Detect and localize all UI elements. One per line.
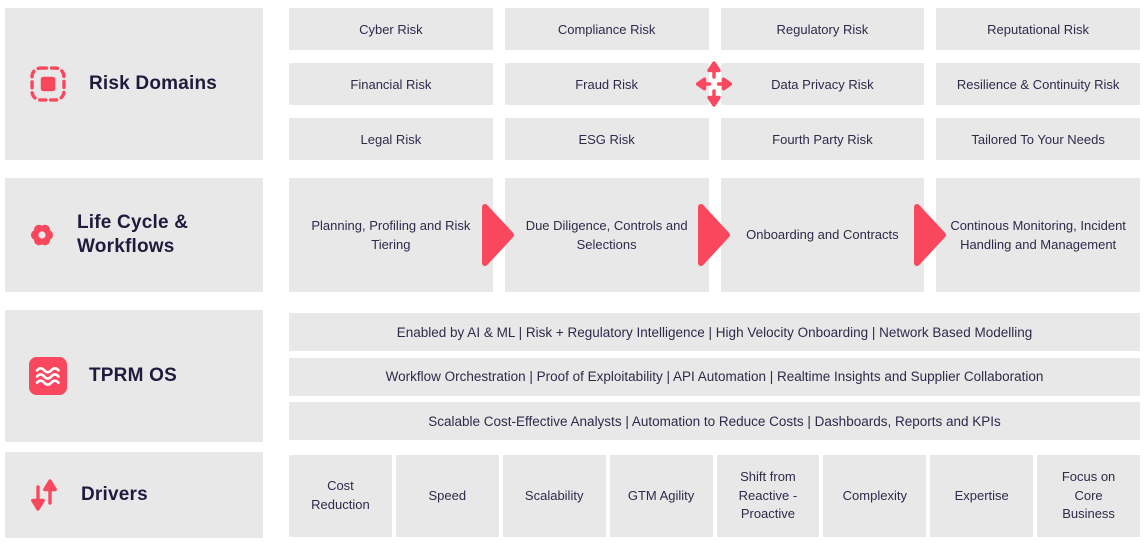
arrow-right-icon xyxy=(481,203,515,267)
risk-domain-cell: Reputational Risk xyxy=(936,8,1140,50)
dashed-selection-icon xyxy=(29,65,67,103)
lifecycle-stage: Onboarding and Contracts xyxy=(720,178,925,292)
tprm-feature-bar: Enabled by AI & ML | Risk + Regulatory I… xyxy=(289,313,1140,351)
driver-cell: GTM Agility xyxy=(609,455,713,537)
driver-cell: Scalability xyxy=(502,455,606,537)
risk-domains-label-box: Risk Domains xyxy=(5,8,263,160)
lifecycle-stages: Planning, Profiling and Risk Tiering Due… xyxy=(289,178,1140,292)
lifecycle-stage: Due Diligence, Controls and Selections xyxy=(504,178,709,292)
arrow-right-icon xyxy=(913,203,947,267)
drivers-row: Drivers Cost Reduction Speed Scalability… xyxy=(5,452,1140,538)
waves-icon xyxy=(29,357,67,395)
tprm-os-title: TPRM OS xyxy=(89,365,177,387)
lifecycle-row: Life Cycle & Workflows Planning, Profili… xyxy=(5,178,1140,292)
gear-icon xyxy=(29,222,55,248)
lifecycle-label-box: Life Cycle & Workflows xyxy=(5,178,263,292)
driver-cell: Expertise xyxy=(930,455,1034,537)
risk-domains-title: Risk Domains xyxy=(89,73,218,95)
lifecycle-title: Life Cycle & Workflows xyxy=(77,212,189,257)
risk-domain-cell: Cyber Risk xyxy=(289,8,493,50)
tprm-os-bars: Enabled by AI & ML | Risk + Regulatory I… xyxy=(289,310,1140,442)
risk-domain-cell: Resilience & Continuity Risk xyxy=(936,63,1140,105)
tprm-os-label-box: TPRM OS xyxy=(5,310,263,442)
up-down-arrows-icon xyxy=(29,479,59,511)
driver-cell: Focus on Core Business xyxy=(1037,455,1140,537)
lifecycle-stage: Continous Monitoring, Incident Handling … xyxy=(936,178,1140,292)
risk-domain-cell: Tailored To Your Needs xyxy=(936,118,1140,160)
tprm-os-row: TPRM OS Enabled by AI & ML | Risk + Regu… xyxy=(5,310,1140,442)
risk-domain-cell: Compliance Risk xyxy=(504,8,709,50)
risk-domain-cell: Data Privacy Risk xyxy=(720,63,925,105)
risk-domain-cell: Fraud Risk xyxy=(504,63,709,105)
tprm-feature-bar: Scalable Cost-Effective Analysts | Autom… xyxy=(289,402,1140,440)
risk-domain-cell: Legal Risk xyxy=(289,118,493,160)
drivers-label-box: Drivers xyxy=(5,452,263,538)
risk-domains-row: Risk Domains Cyber Risk Compliance Risk … xyxy=(5,8,1140,160)
driver-cell: Speed xyxy=(395,455,499,537)
move-arrows-icon xyxy=(695,61,733,107)
arrow-right-icon xyxy=(697,203,731,267)
risk-domain-cell: Regulatory Risk xyxy=(720,8,925,50)
driver-cell: Cost Reduction xyxy=(289,455,392,537)
tprm-feature-bar: Workflow Orchestration | Proof of Exploi… xyxy=(289,357,1140,396)
drivers-grid: Cost Reduction Speed Scalability GTM Agi… xyxy=(289,455,1140,537)
drivers-title: Drivers xyxy=(81,484,148,506)
risk-domain-cell: ESG Risk xyxy=(504,118,709,160)
driver-cell: Complexity xyxy=(823,455,927,537)
lifecycle-stage: Planning, Profiling and Risk Tiering xyxy=(289,178,493,292)
risk-domain-cell: Fourth Party Risk xyxy=(720,118,925,160)
risk-domain-cell: Financial Risk xyxy=(289,63,493,105)
risk-domains-grid: Cyber Risk Compliance Risk Regulatory Ri… xyxy=(289,8,1140,160)
driver-cell: Shift from Reactive - Proactive xyxy=(716,455,820,537)
